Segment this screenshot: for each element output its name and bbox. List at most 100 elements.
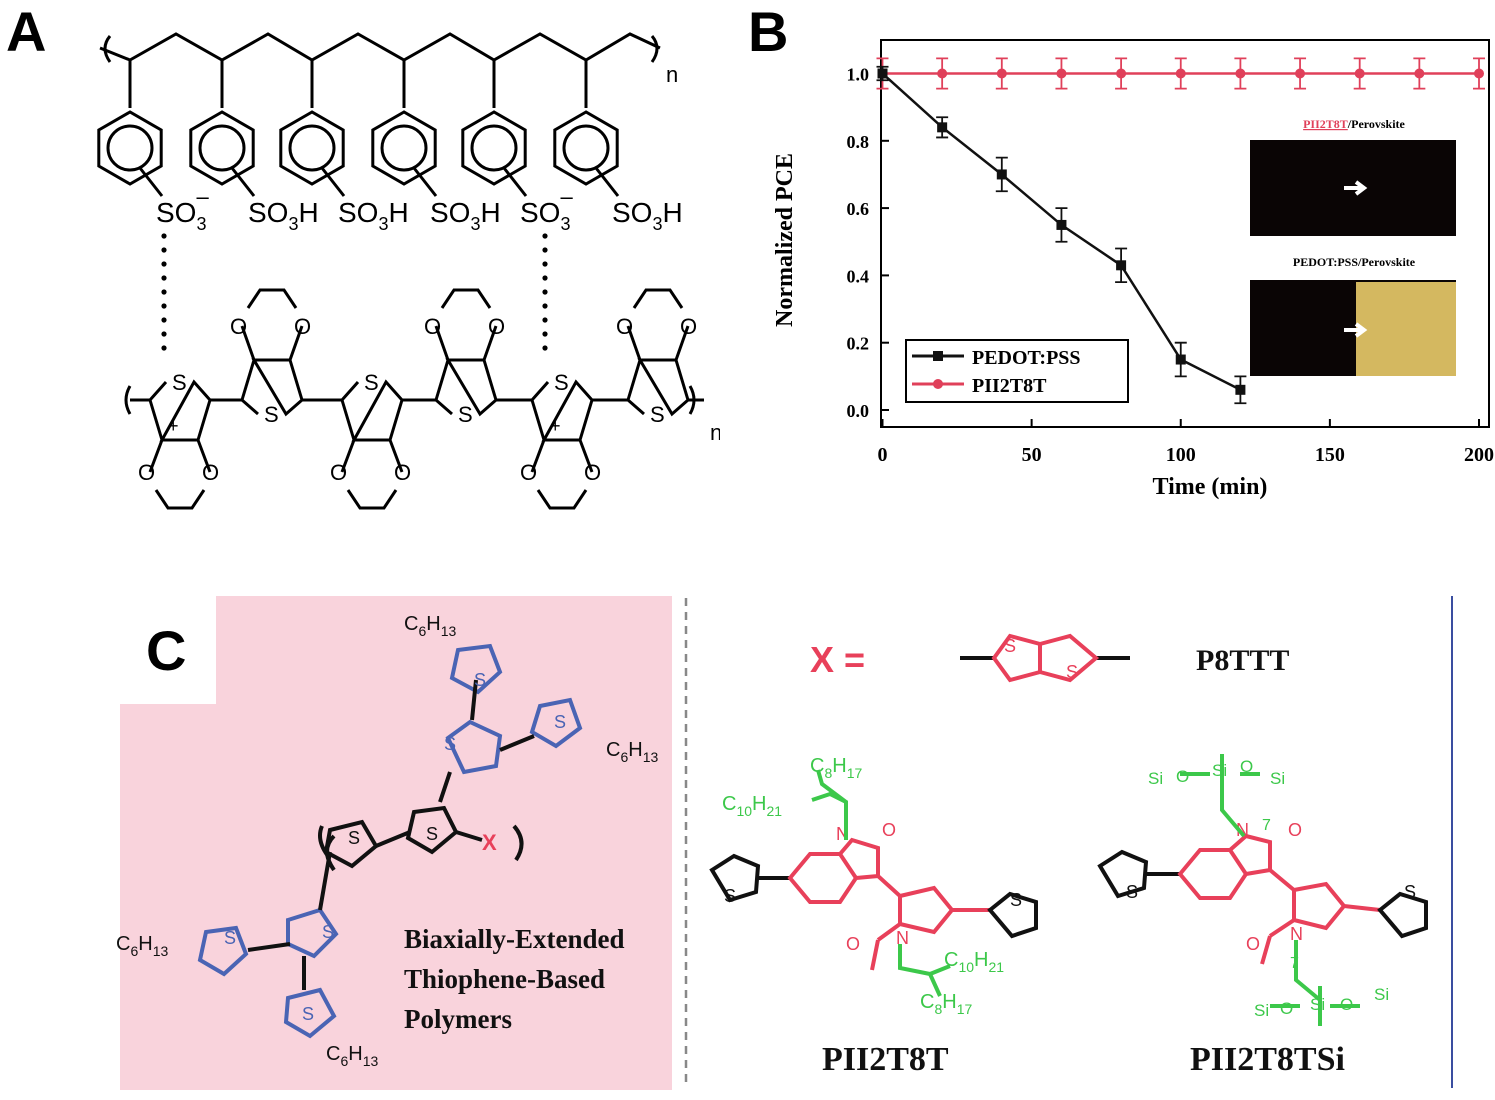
sulfur-atom: S <box>224 928 236 948</box>
oxygen-atom: O <box>1246 934 1260 954</box>
benzene-ring <box>279 60 346 197</box>
sulfonate-group: SO3H <box>612 197 683 234</box>
plot-frame <box>880 39 1490 428</box>
edot-unit <box>148 379 242 510</box>
sulfonate-group: SO3H <box>338 197 409 234</box>
y-tick-label: 0.2 <box>847 334 870 354</box>
y-tick-label: 1.0 <box>847 65 870 85</box>
data-point <box>1354 68 1365 79</box>
sulfonate-group: SO3H <box>248 197 319 234</box>
data-point <box>877 68 888 79</box>
sulfur-atom: S <box>322 922 334 942</box>
sulfonate-group: SO3H <box>430 197 501 234</box>
sulfur-atom: S <box>348 828 360 848</box>
x-tick-label: 0 <box>878 444 888 466</box>
sulfur-atom: S <box>364 370 379 395</box>
pii2t8tsi-label: PII2T8TSi <box>1190 1041 1345 1078</box>
backbone-thiophene-units <box>247 679 535 990</box>
x-tick-label: 100 <box>1166 444 1196 466</box>
label-c8h17: C8H17 <box>920 991 972 1017</box>
sulfur-atom: S <box>172 370 187 395</box>
oxygen-atom: O <box>202 460 219 485</box>
panel-label-b: B <box>748 0 789 63</box>
sulfur-atom: S <box>426 824 438 844</box>
panel-c: C C6H13C6H13C6H13C6H13C8H17C10H21C10H21C… <box>116 596 1453 1090</box>
ionic-interaction-dots <box>161 233 548 351</box>
pss-repeat-n: n <box>666 62 678 87</box>
label-c6h13: C6H13 <box>606 739 658 765</box>
sulfur-atom: S <box>302 1004 314 1024</box>
oxygen-atom: O <box>294 314 311 339</box>
oxygen-atom: O <box>1176 767 1189 786</box>
legend-pedotpss: PEDOT:PSS <box>972 347 1081 369</box>
oxygen-atom: O <box>680 314 697 339</box>
y-tick-label: 0.4 <box>847 266 870 286</box>
oxygen-atom: O <box>846 934 860 954</box>
data-point <box>1056 219 1067 230</box>
repeat-7: 7 <box>1262 817 1271 834</box>
silicon-atom: Si <box>1254 1001 1269 1020</box>
oxygen-atom: O <box>394 460 411 485</box>
benzene-ring <box>97 60 164 197</box>
benzene-ring <box>553 60 620 197</box>
edot-unit <box>530 379 628 510</box>
data-point <box>1235 384 1246 395</box>
x-axis-label: Time (min) <box>1153 474 1268 500</box>
pii2t8t-label: PII2T8T <box>822 1041 949 1078</box>
pii2t8t-structure <box>709 769 1038 997</box>
oxygen-atom: O <box>1280 999 1293 1018</box>
silicon-atom: Si <box>1374 985 1389 1004</box>
y-tick-label: 0.8 <box>847 132 870 152</box>
sulfur-atom: S <box>554 370 569 395</box>
benzene-ring <box>189 60 256 197</box>
edot-unit <box>340 379 436 510</box>
oxygen-atom: O <box>520 460 537 485</box>
y-tick-label: 0.6 <box>847 199 870 219</box>
series-pedot-pss <box>876 65 1247 405</box>
data-point <box>1056 68 1067 79</box>
sulfonate-group: SO3– <box>156 184 209 234</box>
sulfur-atom: S <box>264 402 279 427</box>
svg-text:PII2T8T/Perovskite: PII2T8T/Perovskite <box>1303 117 1405 131</box>
series-pii2t8t <box>876 57 1485 90</box>
pss-structure <box>97 32 661 197</box>
oxygen-atom: O <box>330 460 347 485</box>
sulfur-atom: S <box>650 402 665 427</box>
oxygen-atom: O <box>584 460 601 485</box>
oxygen-atom: O <box>230 314 247 339</box>
sulfur-atom: S <box>444 734 456 754</box>
y-axis-label: Normalized PCE <box>772 153 798 327</box>
oxygen-atom: O <box>488 314 505 339</box>
polymer-class-label: Polymers <box>404 1004 512 1034</box>
panel-label-c: C <box>146 619 186 682</box>
label-c10h21: C10H21 <box>944 949 1004 975</box>
oxygen-atom: O <box>424 314 441 339</box>
polymer-class-label: Biaxially-Extended <box>404 924 625 954</box>
pedot-structure <box>124 288 704 510</box>
inset-1-rest: /Perovskite <box>1347 117 1406 131</box>
biaxial-polymer-structure <box>197 643 583 1039</box>
bracket-left <box>103 35 112 63</box>
pedot-repeat-n: n <box>710 420 720 445</box>
p8ttt-label: P8TTT <box>1196 644 1289 677</box>
inset-1-highlight: PII2T8T <box>1303 117 1348 131</box>
positive-charge: + <box>550 416 561 436</box>
chart-legend: PEDOT:PSS PII2T8T <box>905 339 1129 403</box>
nitrogen-atom: N <box>1290 924 1303 944</box>
pink-background <box>120 596 672 1090</box>
data-point <box>1295 68 1306 79</box>
edot-unit <box>240 288 342 417</box>
legend-pii2t8t: PII2T8T <box>972 375 1047 397</box>
oxygen-atom: O <box>616 314 633 339</box>
data-point <box>937 68 948 79</box>
data-point <box>996 68 1007 79</box>
data-point <box>937 122 948 133</box>
oxygen-atom: O <box>1240 757 1253 776</box>
panel-label-a: A <box>6 0 47 63</box>
inset-2-caption: PEDOT:PSS/Perovskite <box>1293 255 1416 269</box>
